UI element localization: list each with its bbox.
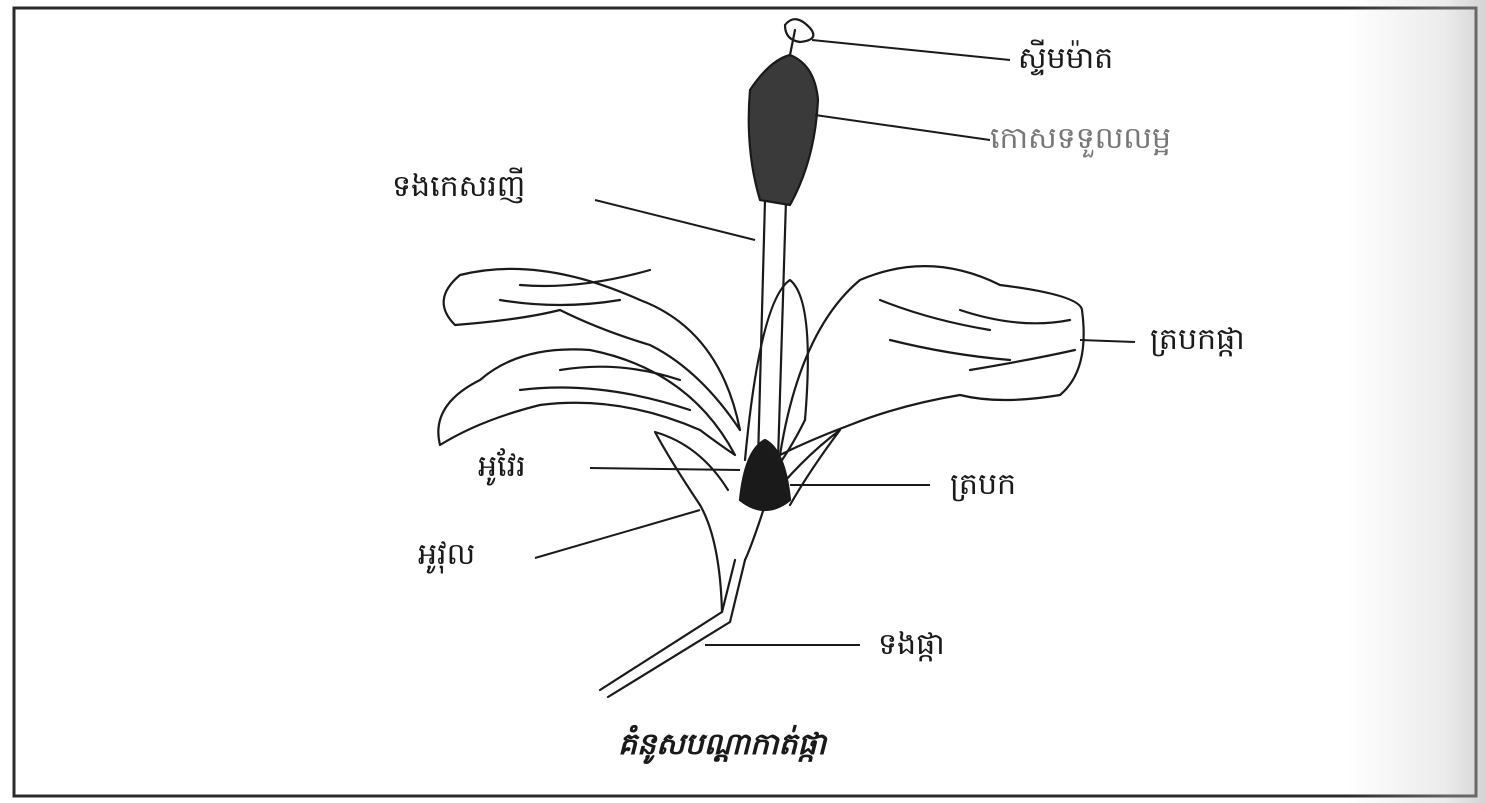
label-petals: ត្របកផ្កា <box>1150 325 1245 355</box>
label-style: ទងកេសរញី <box>392 172 525 202</box>
label-sepal: ត្របក <box>950 470 1016 500</box>
page-edge-shadow <box>1346 0 1486 803</box>
label-stigma: ស្ទីមម៉ាត <box>1018 44 1113 74</box>
figure-caption: គំនូសបណ្ដាកាត់ផ្កា <box>618 730 826 760</box>
label-ovule-region: កោសទទួលលម្អ <box>990 124 1171 154</box>
figure-frame <box>14 8 1476 796</box>
label-pedicel: ទងផ្កា <box>878 630 945 660</box>
label-receptacle: អូវុល <box>418 540 475 570</box>
label-ovary: អូវែរ <box>478 452 526 482</box>
